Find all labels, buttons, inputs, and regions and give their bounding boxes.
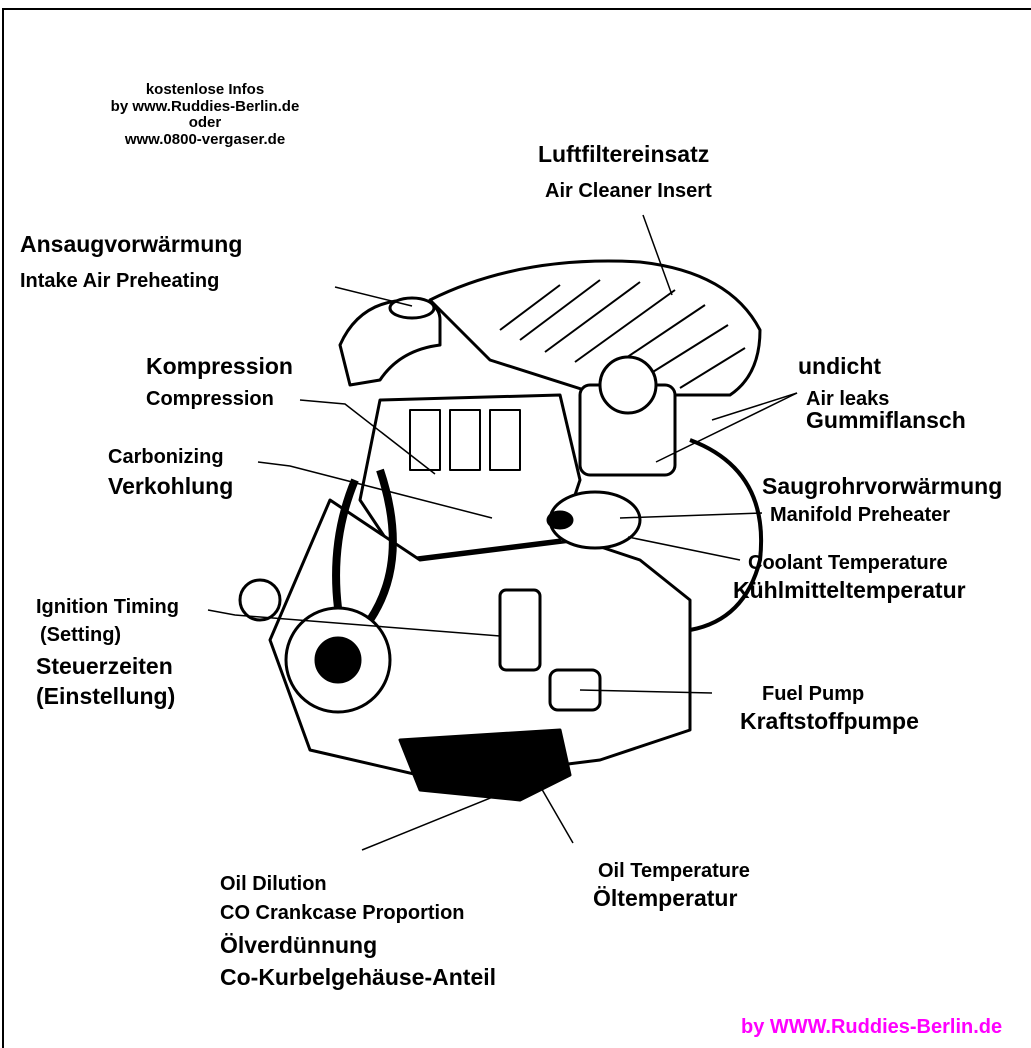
label-kraftstoff-de: Kraftstoffpumpe [740, 709, 919, 734]
leader-ansaug [335, 287, 412, 306]
label-gummiflansch-de: Gummiflansch [806, 408, 966, 433]
label-kuehlmittel-de: Kühlmitteltemperatur [733, 578, 966, 603]
oil-pan [400, 730, 570, 800]
credit-line3: oder [95, 115, 315, 132]
leader-oildilution [362, 790, 510, 850]
label-undicht-de: undicht [798, 354, 881, 379]
label-oil-dilution-en: Oil Dilution [220, 873, 327, 895]
label-oelverduennung-de: Ölverdünnung [220, 933, 377, 958]
label-kompression-de: Kompression [146, 354, 293, 379]
intake-duct-opening [390, 298, 434, 318]
label-setting-en: (Setting) [40, 624, 121, 646]
label-carbonizing-en: Carbonizing [108, 446, 224, 468]
credit-line1: kostenlose Infos [95, 82, 315, 99]
air-cleaner-housing [430, 261, 760, 395]
label-ansaug-de: Ansaugvorwärmung [20, 232, 242, 257]
label-oeltemp-de: Öltemperatur [593, 886, 737, 911]
label-verkohlung-de: Verkohlung [108, 474, 233, 499]
label-co-crankcase-en: CO Crankcase Proportion [220, 902, 465, 924]
label-saugrohr-de: Saugrohrvorwärmung [762, 474, 1002, 499]
leader-airleaks-1 [712, 393, 797, 420]
leader-manifold [620, 513, 762, 518]
label-coolant-en: Coolant Temperature [748, 552, 948, 574]
label-ignition-en: Ignition Timing [36, 596, 179, 618]
label-luftfilter-de: Luftfiltereinsatz [538, 142, 709, 167]
label-air-cleaner-en: Air Cleaner Insert [545, 180, 712, 202]
label-steuerzeiten-de: Steuerzeiten [36, 654, 173, 679]
label-einstellung-de: (Einstellung) [36, 684, 175, 709]
label-compression-en: Compression [146, 388, 274, 410]
label-manifold-en: Manifold Preheater [770, 504, 950, 526]
leader-coolant [628, 537, 740, 560]
credit-line4: www.0800-vergaser.de [95, 132, 315, 149]
leader-airleaks-2 [656, 393, 797, 462]
label-oil-temp-en: Oil Temperature [598, 860, 750, 882]
footer-credit: by WWW.Ruddies-Berlin.de [741, 1016, 1002, 1038]
label-co-kurbelgehaeuse-de: Co-Kurbelgehäuse-Anteil [220, 965, 496, 990]
distributor [500, 590, 540, 670]
label-intake-preheating-en: Intake Air Preheating [20, 270, 219, 292]
credit-line2: by www.Ruddies-Berlin.de [95, 99, 315, 116]
credit-block: kostenlose Infos by www.Ruddies-Berlin.d… [95, 82, 315, 148]
label-fuel-pump-en: Fuel Pump [762, 683, 864, 705]
